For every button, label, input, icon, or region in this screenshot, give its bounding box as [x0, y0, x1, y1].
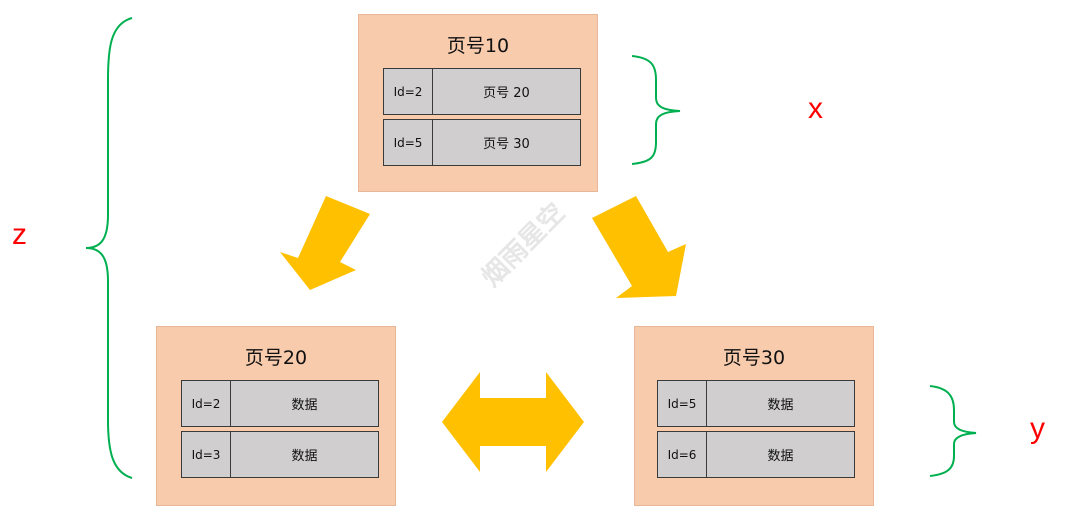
row-value: 数据 — [291, 449, 318, 464]
row-key: Id=6 — [658, 432, 707, 477]
brace-z — [85, 17, 133, 479]
row-key: Id=2 — [384, 69, 433, 114]
arrow-to-page-20 — [280, 196, 370, 290]
row-value: 数据 — [291, 398, 318, 413]
data-row: Id=2 数据 — [181, 380, 379, 427]
label-x: x — [808, 92, 823, 125]
arrow-sibling-link — [442, 372, 584, 472]
page-node-top: 页号10 Id=2 页号 20 Id=5 页号 30 — [358, 14, 598, 192]
row-value: 页号 30 — [483, 137, 530, 152]
page-title: 页号20 — [244, 347, 308, 369]
row-key: Id=5 — [384, 120, 433, 165]
index-row: Id=2 页号 20 — [383, 68, 581, 115]
arrow-to-page-30 — [592, 196, 686, 298]
label-z: z — [12, 218, 27, 251]
label-y: y — [1030, 412, 1045, 445]
row-value: 数据 — [767, 398, 794, 413]
row-value: 数据 — [767, 449, 794, 464]
row-value: 页号 20 — [483, 86, 530, 101]
brace-x — [631, 55, 681, 165]
row-key: Id=5 — [658, 381, 707, 426]
row-key: Id=3 — [182, 432, 231, 477]
data-row: Id=6 数据 — [657, 431, 855, 478]
brace-y — [929, 385, 977, 477]
page-node-left: 页号20 Id=2 数据 Id=3 数据 — [156, 326, 396, 506]
page-title: 页号10 — [446, 35, 510, 57]
page-node-right: 页号30 Id=5 数据 Id=6 数据 — [634, 326, 874, 506]
page-title: 页号30 — [722, 347, 786, 369]
data-row: Id=3 数据 — [181, 431, 379, 478]
index-row: Id=5 页号 30 — [383, 119, 581, 166]
row-key: Id=2 — [182, 381, 231, 426]
data-row: Id=5 数据 — [657, 380, 855, 427]
